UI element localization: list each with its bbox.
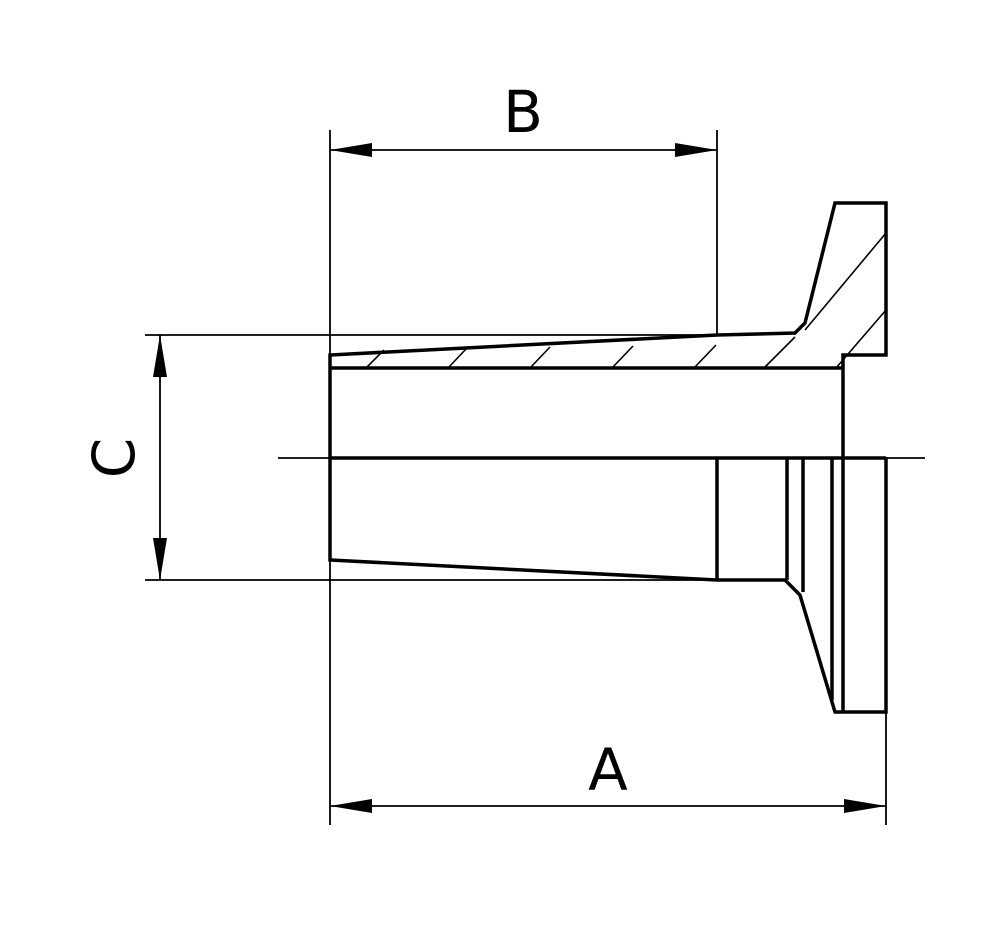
dimension-c: C (80, 335, 167, 580)
dimension-b-label: B (503, 78, 543, 146)
dimension-c-label: C (80, 438, 148, 479)
lower-exterior (328, 458, 888, 714)
upper-section (328, 201, 888, 458)
dimension-a: A (330, 736, 886, 813)
dimension-b: B (330, 78, 717, 157)
dimension-a-label: A (588, 736, 628, 804)
